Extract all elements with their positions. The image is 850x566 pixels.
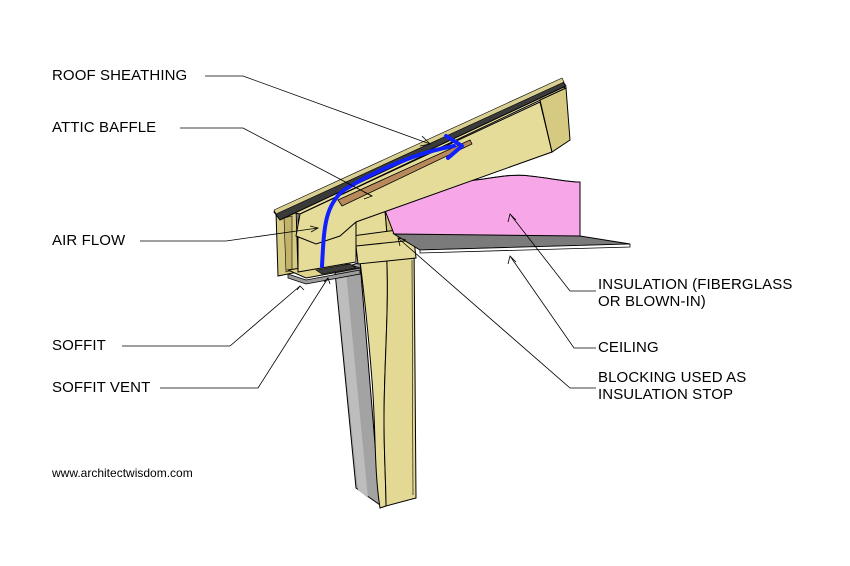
rafter-end [539, 87, 571, 153]
leader-arrowheads [296, 135, 517, 291]
label-blocking-line2: INSULATION STOP [598, 386, 734, 403]
wall-stud [357, 239, 417, 509]
arrowhead-roof-sheathing [419, 135, 431, 147]
label-blocking: BLOCKING USED AS INSULATION STOP [598, 369, 746, 403]
leader-lines [122, 75, 596, 389]
soffit-vent-strip [315, 263, 357, 275]
arrowhead-attic-baffle [363, 191, 373, 200]
wall-face-light [336, 272, 368, 498]
wall-stud-side [383, 241, 417, 507]
label-ceiling: CEILING [598, 339, 659, 356]
arrowhead-blocking [397, 237, 407, 247]
website-credit: www.architectwisdom.com [52, 466, 193, 480]
label-insulation-line1: INSULATION (FIBERGLASS [598, 276, 793, 293]
label-blocking-line1: BLOCKING USED AS [598, 369, 747, 386]
label-attic-baffle: ATTIC BAFFLE [52, 119, 157, 136]
ceiling-board-edge [419, 243, 631, 254]
label-insulation: INSULATION (FIBERGLASS OR BLOWN-IN) [598, 276, 792, 310]
arrowhead-soffit [296, 285, 305, 291]
soffit-bottom [287, 269, 361, 285]
roof-sheathing [273, 77, 567, 221]
leader-blocking [397, 237, 596, 389]
leader-insulation [509, 213, 596, 292]
air-flow-path [320, 144, 456, 268]
air-flow-arrow [320, 134, 464, 268]
roof-sheathing-top [273, 77, 565, 215]
arrowhead-insulation [507, 213, 517, 223]
label-soffit-vent: SOFFIT VENT [52, 379, 151, 396]
arrowhead-ceiling [507, 255, 517, 265]
ceiling [392, 233, 631, 254]
air-flow-arrowhead [444, 134, 464, 160]
label-soffit: SOFFIT [52, 337, 106, 354]
label-air-flow: AIR FLOW [52, 232, 126, 249]
label-insulation-line2: OR BLOWN-IN) [598, 293, 706, 310]
arrowhead-soffit-vent [323, 277, 331, 285]
top-plate-2 [355, 239, 417, 265]
leader-attic-baffle [180, 127, 373, 197]
wall-stud-edge [411, 259, 414, 496]
leader-ceiling [509, 255, 596, 349]
leader-roof-sheathing [205, 75, 431, 145]
leader-soffit [122, 285, 301, 347]
label-roof-sheathing: ROOF SHEATHING [52, 67, 188, 84]
attic-baffle [337, 139, 473, 207]
arrowhead-air-flow [309, 225, 320, 233]
leader-air-flow [140, 227, 319, 242]
leader-soffit-vent [160, 277, 329, 389]
